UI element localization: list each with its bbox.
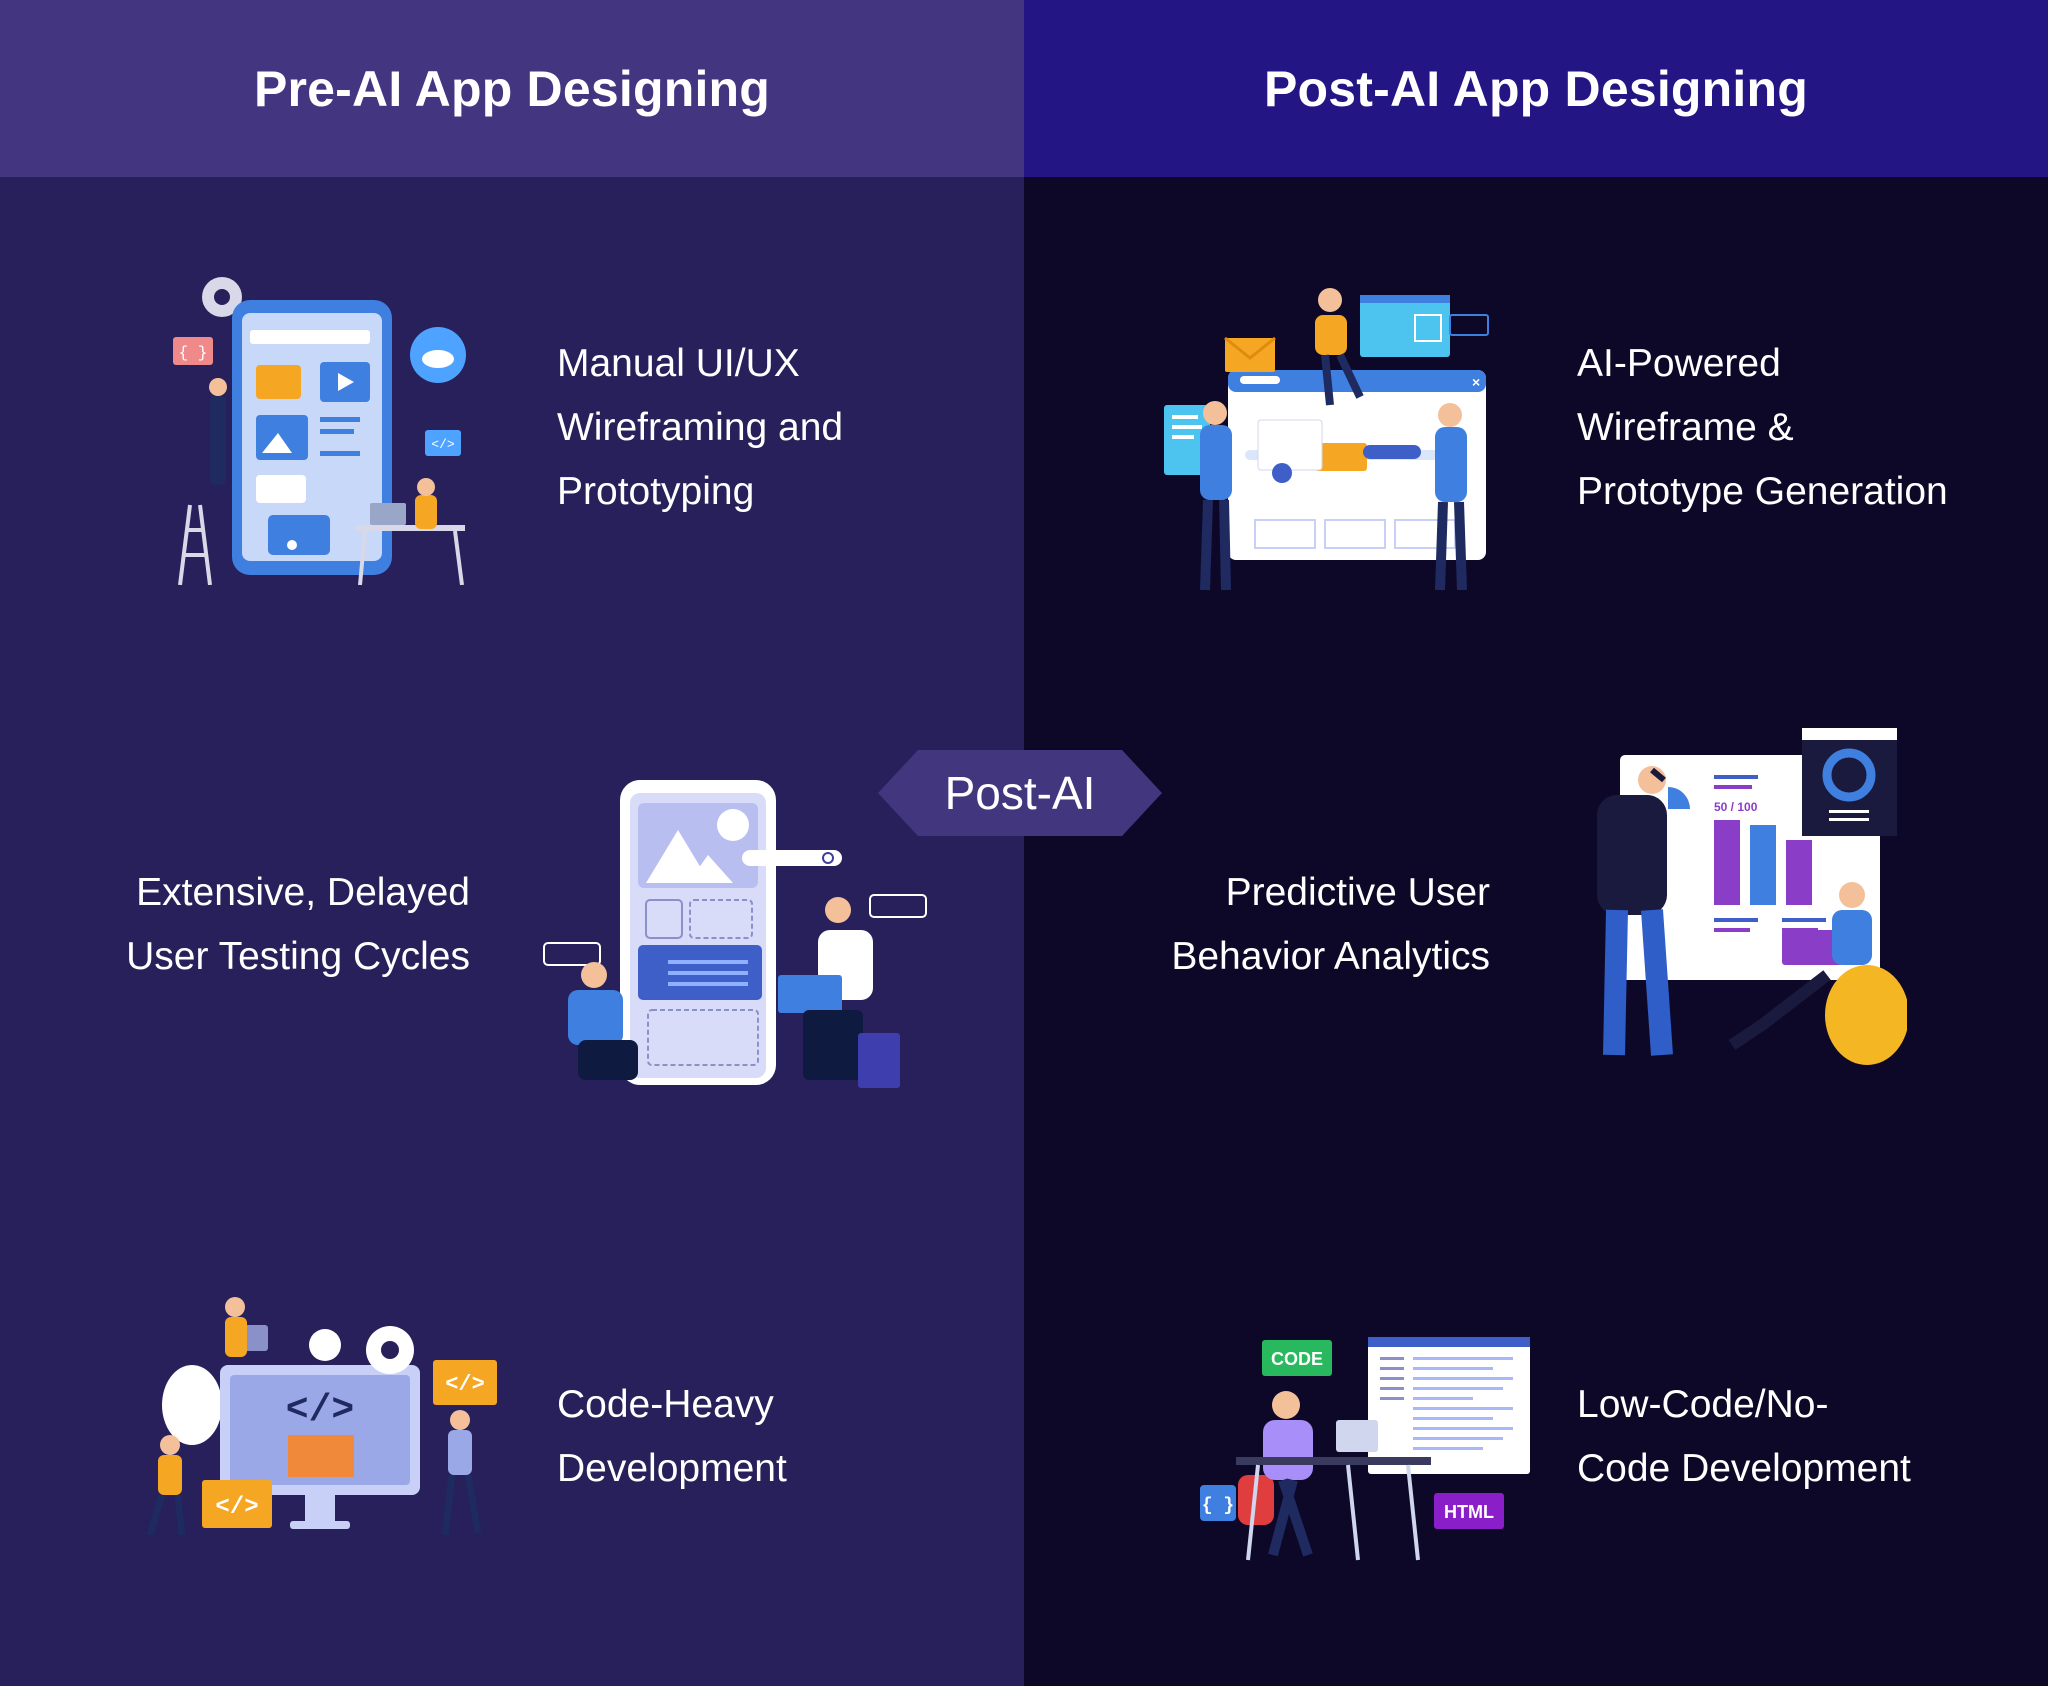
chart-label: 50 / 100: [1714, 800, 1758, 814]
music-icon: [268, 515, 330, 555]
ai-wireframe-illustration: ×: [1164, 288, 1489, 591]
label-line: Wireframe &: [1577, 406, 1794, 449]
donut-chart-icon: [1822, 748, 1876, 802]
code-folder-icon: [433, 1360, 497, 1405]
gear-icon: [202, 277, 242, 317]
search-bar: [742, 850, 842, 866]
code-folder-icon: [202, 1480, 272, 1528]
label-line: Prototyping: [557, 470, 755, 513]
post-ai-badge: [878, 750, 1162, 836]
pre-ai-header: [0, 0, 1024, 177]
label-line: User Testing Cycles: [126, 935, 470, 978]
code-icon: </>: [286, 1389, 354, 1432]
post-ai-row2-label: Predictive User Behavior Analytics: [1140, 861, 1490, 989]
label-line: Code-Heavy: [557, 1383, 774, 1426]
box-icon: [288, 1435, 354, 1477]
label-line: Manual UI/UX: [557, 342, 800, 385]
search-icon: [822, 852, 834, 864]
user-icon: [1272, 463, 1292, 483]
html-tag-label: HTML: [1444, 1502, 1494, 1522]
code-tag-label: CODE: [1271, 1349, 1323, 1369]
label-line: Development: [557, 1447, 787, 1490]
post-ai-header: [1024, 0, 2048, 177]
pre-ai-title: Pre-AI App Designing: [253, 60, 771, 117]
post-ai-row3-label: Low-Code/No- Code Development: [1577, 1373, 1911, 1501]
label-line: Predictive User: [1225, 871, 1490, 914]
user-testing-illustration: [543, 780, 927, 1088]
label-line: Behavior Analytics: [1171, 935, 1490, 978]
low-code-illustration: CODE HTML { }: [1200, 1337, 1530, 1561]
mobile-app-design-illustration: { } </>: [173, 277, 466, 585]
svg-text:{ }: { }: [179, 344, 208, 362]
label-line: AI-Powered: [1577, 342, 1781, 385]
label-line: Wireframing and: [557, 406, 844, 449]
svg-text:</>: </>: [445, 1372, 485, 1397]
label-line: Extensive, Delayed: [136, 871, 470, 914]
search-bar: [1363, 445, 1421, 459]
post-ai-badge-label: Post-AI: [944, 767, 1096, 819]
gear-icon: [309, 1329, 341, 1361]
pre-ai-row3-label: Code-Heavy Development: [557, 1373, 787, 1501]
close-icon: ×: [1472, 374, 1480, 390]
code-braces-icon: [1200, 1485, 1236, 1521]
label-line: Code Development: [1577, 1447, 1911, 1490]
label-line: Low-Code/No-: [1577, 1383, 1829, 1426]
svg-text:</>: </>: [431, 437, 455, 452]
image-icon: [256, 415, 308, 460]
chat-bubble: [543, 942, 601, 966]
post-ai-title: Post-AI App Designing: [1264, 60, 1808, 117]
code-icon: [645, 899, 683, 939]
analytics-dashboard-illustration: 50 / 100: [1597, 728, 1907, 1065]
svg-text:</>: </>: [215, 1494, 258, 1521]
chat-bubble: [869, 894, 927, 918]
label-line: Prototype Generation: [1577, 470, 1948, 513]
pre-ai-row1-label: Manual UI/UX Wireframing and Prototyping: [557, 332, 843, 524]
code-tag-icon: [425, 430, 461, 456]
svg-text:{ }: { }: [1202, 1496, 1234, 1516]
code-braces-tag: [173, 337, 213, 365]
coding-illustration: </> </> </>: [146, 1297, 497, 1537]
folder-icon: [256, 365, 301, 399]
code-tag: [1262, 1340, 1332, 1376]
pre-ai-row2-label: Extensive, Delayed User Testing Cycles: [120, 861, 470, 989]
post-ai-row1-label: AI-Powered Wireframe & Prototype Generat…: [1577, 332, 1948, 524]
html-tag: [1434, 1493, 1504, 1529]
